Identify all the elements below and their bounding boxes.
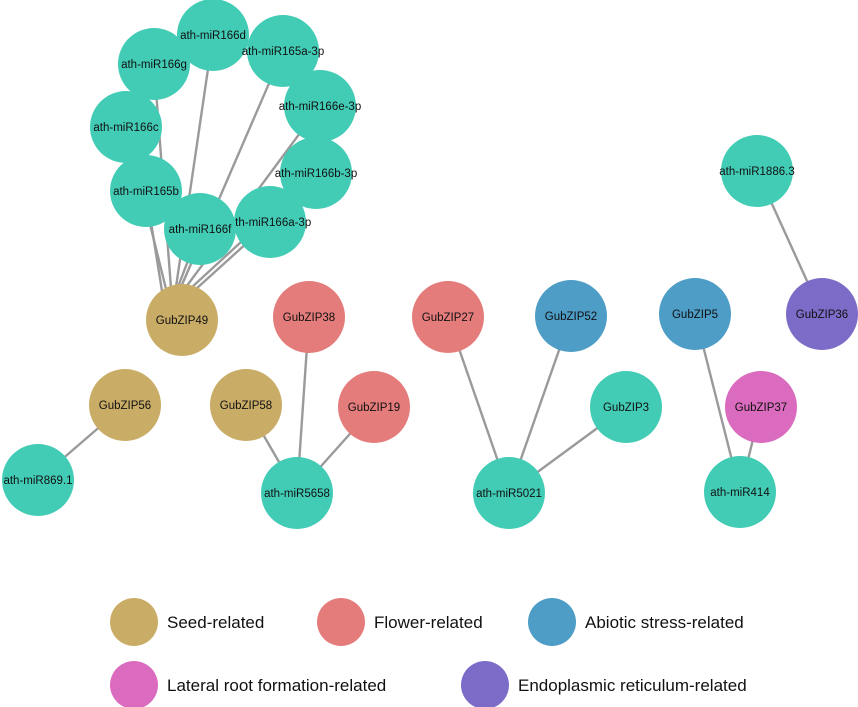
node-ath-mir166d[interactable]: ath-miR166d	[177, 0, 249, 71]
node-label: ath-miR869.1	[3, 475, 72, 487]
node-label: GubZIP3	[603, 402, 649, 414]
node-gubzip49[interactable]: GubZIP49	[146, 284, 218, 356]
legend-swatch	[317, 598, 365, 646]
node-label: GubZIP36	[796, 309, 848, 321]
node-circle	[473, 457, 545, 529]
node-circle	[273, 281, 345, 353]
node-circle	[234, 186, 306, 258]
legend-swatch	[528, 598, 576, 646]
node-label: GubZIP19	[348, 402, 400, 414]
node-ath-mir166e-3p[interactable]: ath-miR166e-3p	[279, 70, 361, 142]
legend-label: Abiotic stress-related	[585, 613, 744, 632]
node-ath-mir166b-3p[interactable]: ath-miR166b-3p	[275, 137, 357, 209]
node-gubzip56[interactable]: GubZIP56	[89, 369, 161, 441]
node-label: GubZIP37	[735, 402, 787, 414]
edges-layer	[37, 34, 824, 494]
legend-item-abiotic-stress-related: Abiotic stress-related	[528, 598, 744, 646]
node-label: ath-miR166a-3p	[229, 217, 311, 229]
node-label: ath-miR166e-3p	[279, 101, 361, 113]
node-ath-mir166g[interactable]: ath-miR166g	[118, 28, 190, 100]
legend-swatch	[110, 598, 158, 646]
legend-item-endoplasmic-reticulum-related: Endoplasmic reticulum-related	[461, 661, 747, 707]
node-circle	[247, 15, 319, 87]
node-label: GubZIP52	[545, 311, 597, 323]
legend-label: Seed-related	[167, 613, 264, 632]
node-label: GubZIP49	[156, 315, 208, 327]
node-circle	[725, 371, 797, 443]
node-label: ath-miR166f	[169, 224, 232, 236]
node-label: ath-miR166d	[180, 30, 246, 42]
node-circle	[590, 371, 662, 443]
node-gubzip36[interactable]: GubZIP36	[786, 278, 858, 350]
node-ath-mir165b[interactable]: ath-miR165b	[110, 155, 182, 227]
node-circle	[261, 457, 333, 529]
node-label: ath-miR166b-3p	[275, 168, 357, 180]
legend-item-seed-related: Seed-related	[110, 598, 264, 646]
node-circle	[110, 155, 182, 227]
node-gubzip3[interactable]: GubZIP3	[590, 371, 662, 443]
node-circle	[535, 280, 607, 352]
node-circle	[2, 444, 74, 516]
node-circle	[280, 137, 352, 209]
node-circle	[659, 278, 731, 350]
node-label: GubZIP5	[672, 309, 718, 321]
node-gubzip5[interactable]: GubZIP5	[659, 278, 731, 350]
node-circle	[704, 456, 776, 528]
legend-label: Lateral root formation-related	[167, 676, 386, 695]
legend-label: Flower-related	[374, 613, 483, 632]
node-ath-mir5021[interactable]: ath-miR5021	[473, 457, 545, 529]
node-circle	[146, 284, 218, 356]
node-ath-mir1886-3[interactable]: ath-miR1886.3	[719, 135, 795, 207]
node-label: ath-miR165b	[113, 186, 179, 198]
node-label: ath-miR414	[710, 487, 770, 499]
node-label: ath-miR5658	[264, 488, 330, 500]
node-gubzip27[interactable]: GubZIP27	[412, 281, 484, 353]
node-label: GubZIP56	[99, 400, 151, 412]
node-label: ath-miR165a-3p	[242, 46, 324, 58]
node-gubzip19[interactable]: GubZIP19	[338, 371, 410, 443]
legend-label: Endoplasmic reticulum-related	[518, 676, 747, 695]
node-circle	[412, 281, 484, 353]
node-ath-mir166f[interactable]: ath-miR166f	[164, 193, 236, 265]
node-label: ath-miR5021	[476, 488, 542, 500]
node-circle	[90, 91, 162, 163]
node-gubzip38[interactable]: GubZIP38	[273, 281, 345, 353]
node-circle	[338, 371, 410, 443]
legend-swatch	[461, 661, 509, 707]
node-circle	[210, 369, 282, 441]
node-circle	[118, 28, 190, 100]
node-label: GubZIP27	[422, 312, 474, 324]
node-ath-mir165a-3p[interactable]: ath-miR165a-3p	[242, 15, 324, 87]
node-ath-mir166c[interactable]: ath-miR166c	[90, 91, 162, 163]
node-ath-mir166a-3p[interactable]: ath-miR166a-3p	[229, 186, 311, 258]
legend-item-lateral-root-formation-related: Lateral root formation-related	[110, 661, 386, 707]
node-label: ath-miR166c	[93, 122, 158, 134]
node-circle	[721, 135, 793, 207]
node-gubzip37[interactable]: GubZIP37	[725, 371, 797, 443]
node-circle	[164, 193, 236, 265]
node-circle	[89, 369, 161, 441]
node-circle	[284, 70, 356, 142]
node-circle	[177, 0, 249, 71]
node-circle	[786, 278, 858, 350]
node-label: GubZIP38	[283, 312, 335, 324]
node-label: ath-miR1886.3	[719, 166, 794, 178]
node-label: ath-miR166g	[121, 59, 187, 71]
node-ath-mir414[interactable]: ath-miR414	[704, 456, 776, 528]
node-gubzip52[interactable]: GubZIP52	[535, 280, 607, 352]
node-ath-mir869-1[interactable]: ath-miR869.1	[2, 444, 74, 516]
node-gubzip58[interactable]: GubZIP58	[210, 369, 282, 441]
legend: Seed-related Flower-related Abiotic stress…	[110, 598, 747, 707]
nodes-layer: ath-miR166g ath-miR166d ath-miR165a-3p ath-…	[2, 0, 858, 529]
legend-item-flower-related: Flower-related	[317, 598, 483, 646]
legend-swatch	[110, 661, 158, 707]
node-label: GubZIP58	[220, 400, 272, 412]
node-ath-mir5658[interactable]: ath-miR5658	[261, 457, 333, 529]
